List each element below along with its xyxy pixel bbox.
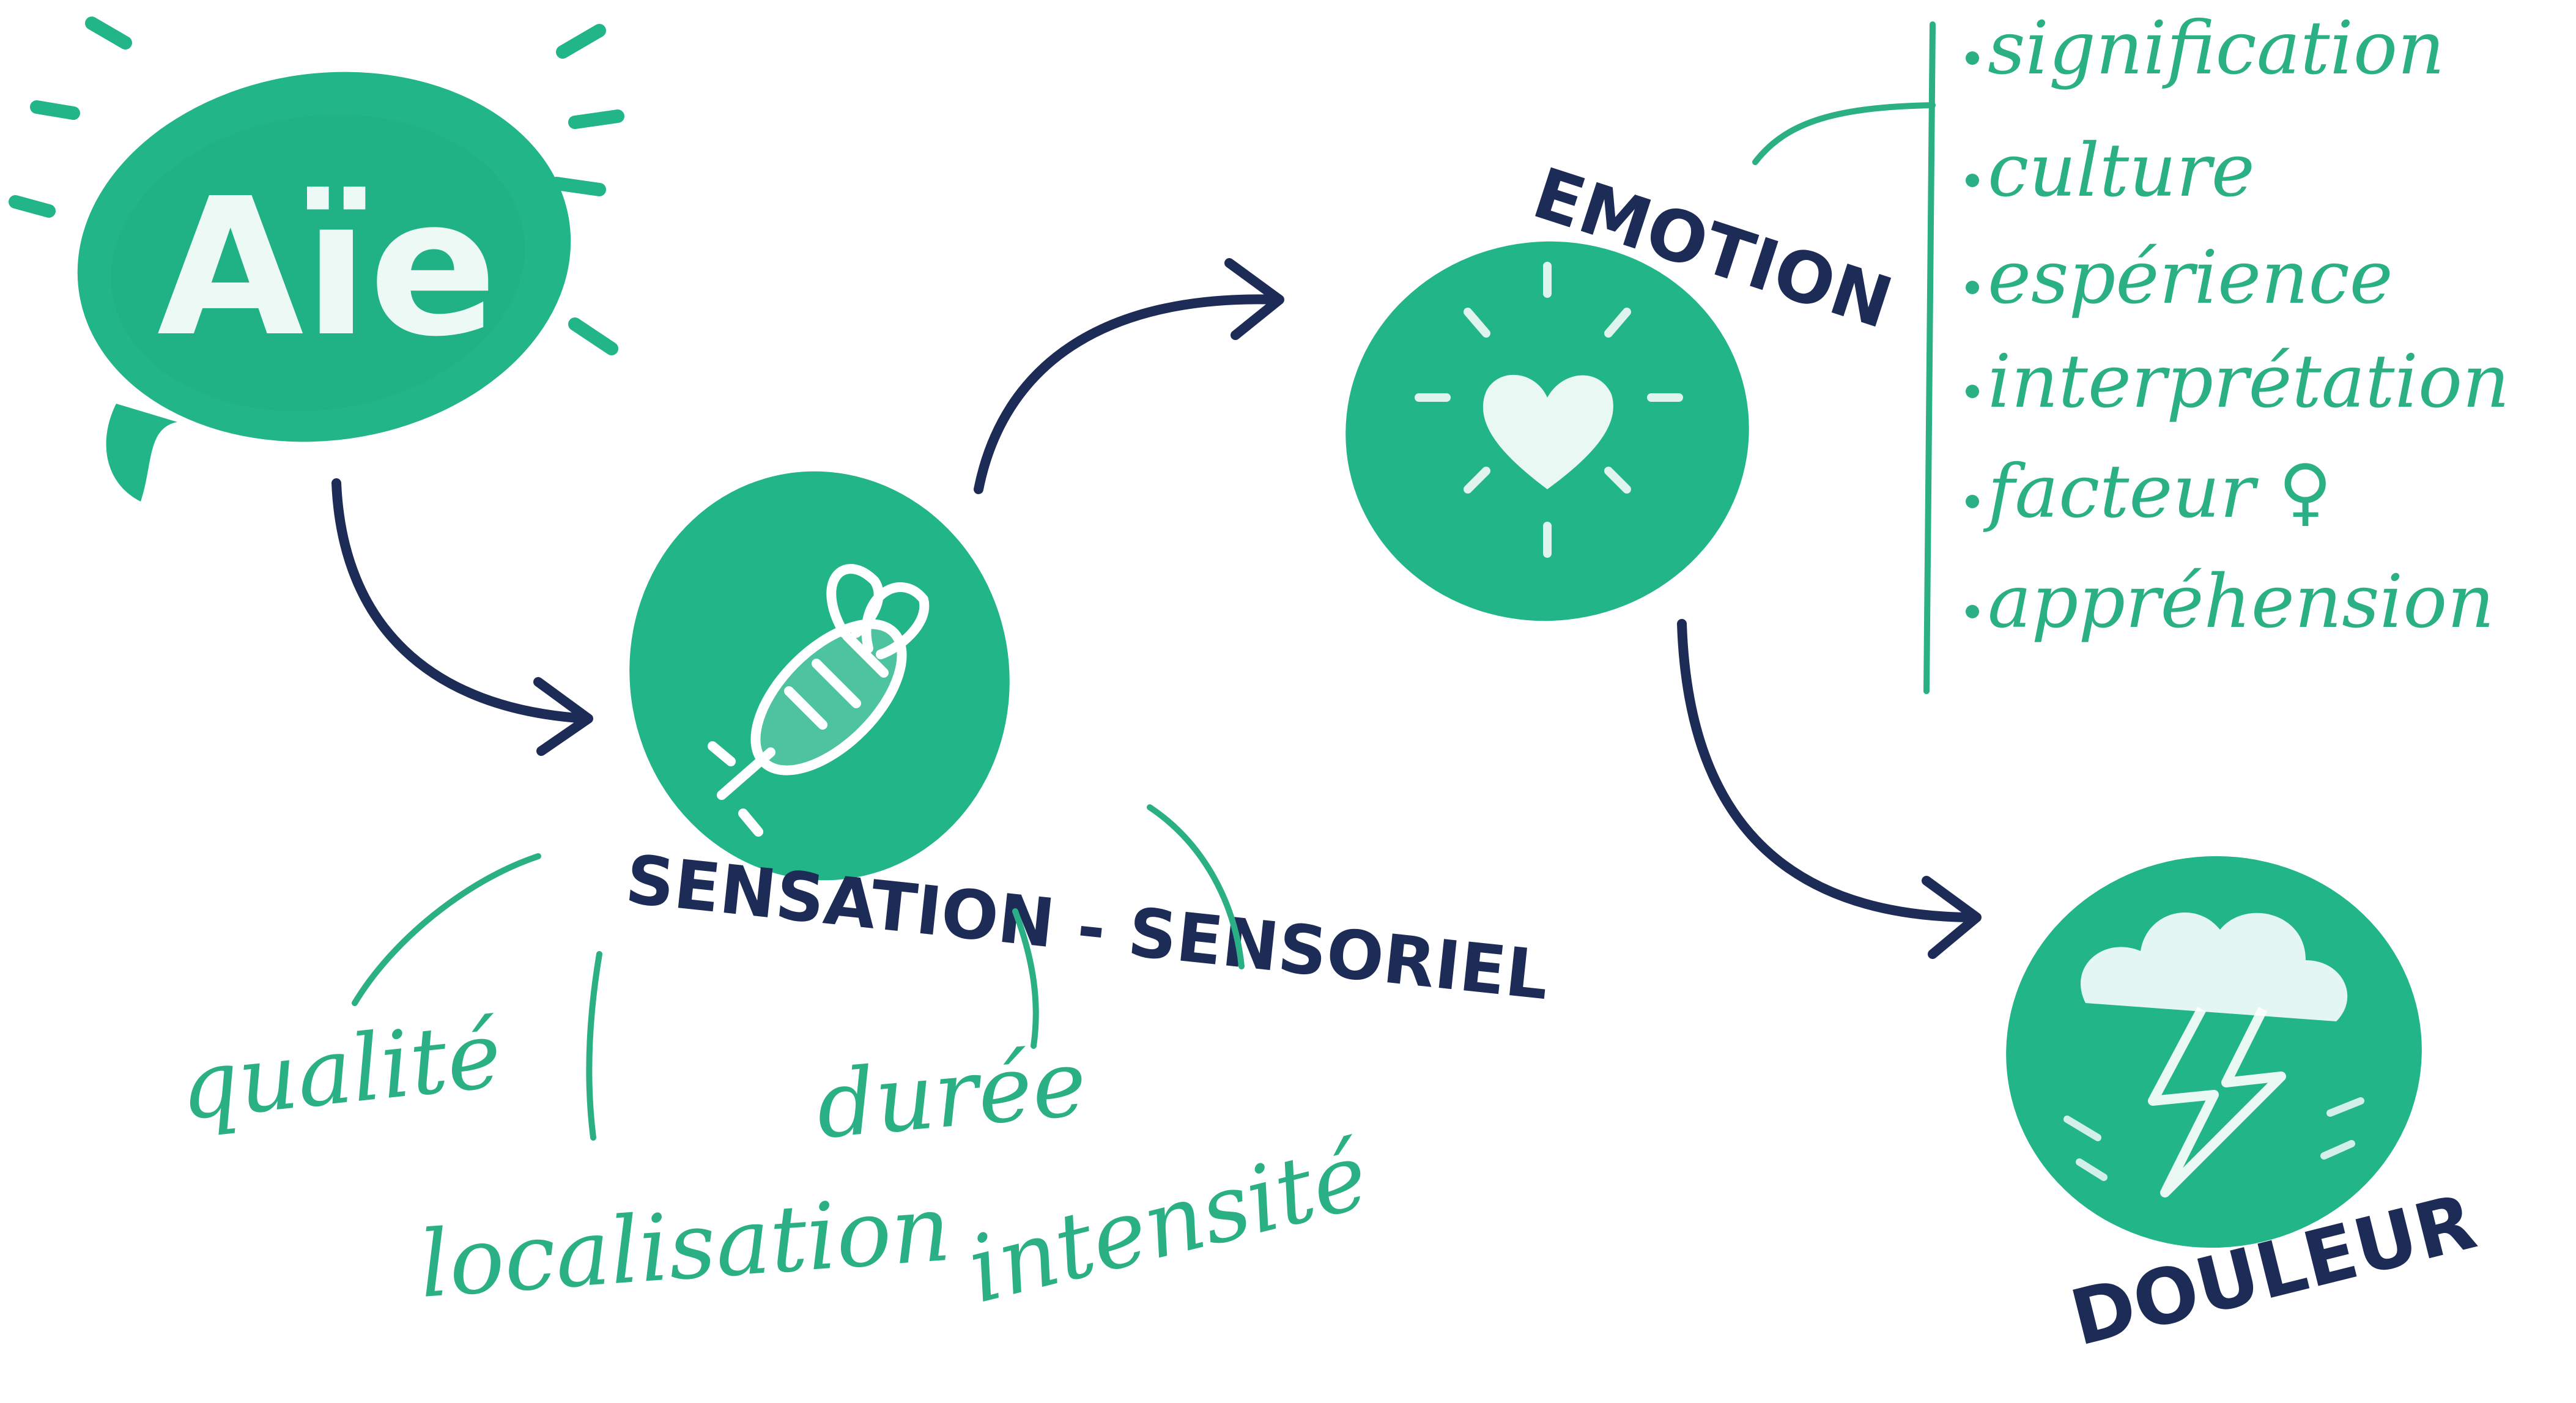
- emotion-node: [1345, 241, 1749, 621]
- factor-apprehension: appréhension: [1988, 560, 2495, 645]
- arrow-sensation-to-emotion: [974, 258, 1284, 494]
- heart-icon: [1482, 374, 1613, 489]
- burst-lines-icon: [9, 17, 624, 355]
- arrow-aie-to-sensation: [331, 478, 593, 756]
- emotion-factor-connector: [1752, 21, 1936, 694]
- list-bullets: [1966, 51, 1979, 618]
- factor-facteur: facteur ♀: [1983, 450, 2332, 535]
- factor-culture: culture: [1988, 128, 2255, 213]
- radiating-lines-icon: [1415, 262, 1683, 558]
- factor-interpretation: interprétation: [1988, 339, 2509, 424]
- factor-esperience: espérience: [1988, 235, 2393, 320]
- bee-icon: [708, 564, 930, 837]
- branch-intensite: intensité: [958, 1122, 1379, 1324]
- aie-label: Aïe: [157, 158, 497, 379]
- arrows: [331, 258, 1982, 959]
- sensation-label: SENSATION - SENSORIEL: [622, 840, 1552, 1015]
- storm-cloud-icon: [2063, 912, 2364, 1198]
- arrow-emotion-to-douleur: [1677, 619, 1982, 959]
- branch-duree: durée: [812, 1030, 1090, 1160]
- aie-node: Aïe: [9, 17, 624, 502]
- sensation-node: [629, 471, 1010, 881]
- factor-signification: signification: [1988, 6, 2445, 91]
- emotion-factors-list: signification culture espérience interpr…: [1966, 6, 2509, 645]
- branch-qualite: qualité: [175, 1002, 506, 1141]
- branch-localisation: localisation: [416, 1175, 953, 1319]
- douleur-node: [2006, 856, 2422, 1248]
- sensation-branches: [352, 804, 1245, 1141]
- speech-bubble-icon: [77, 72, 571, 502]
